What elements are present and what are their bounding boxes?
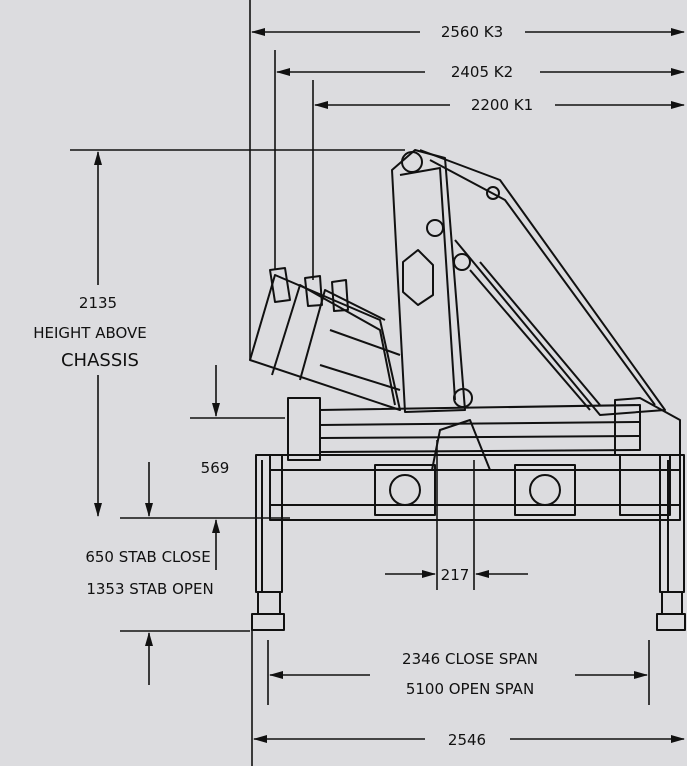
- control-housing: [614, 397, 681, 456]
- base-housing: [287, 397, 321, 461]
- stabilizer-left: [255, 454, 283, 593]
- dimension-569: [145, 365, 285, 570]
- subframe-cutout: [514, 464, 576, 516]
- dimension-k3: [249, 0, 685, 360]
- close-span-label: 2346 CLOSE SPAN: [402, 650, 538, 668]
- outer-boom-k3: [249, 274, 401, 411]
- dimension-foot-level: [120, 630, 250, 685]
- outer-boom-k2: [271, 284, 396, 406]
- stabilizer-right-foot: [656, 613, 686, 631]
- inner-boom: [419, 149, 666, 416]
- subframe-hole: [529, 474, 561, 506]
- label-k3: 2560 K3: [441, 23, 503, 41]
- dimension-217: [385, 440, 528, 590]
- stabilizer-left-ram: [257, 591, 281, 615]
- stabilizer-left-foot: [251, 613, 285, 631]
- pin: [486, 186, 500, 200]
- stab-open-label: 1353 STAB OPEN: [86, 580, 213, 598]
- label-k1: 2200 K1: [471, 96, 533, 114]
- inner-boom-line: [429, 159, 656, 406]
- overall-width-label: 2546: [448, 731, 486, 749]
- slew-gear: [431, 419, 491, 471]
- pivot-pin: [401, 151, 423, 173]
- height-label: HEIGHT ABOVE: [33, 324, 147, 342]
- crane-column-inner: [399, 167, 456, 401]
- outer-boom-k1: [299, 289, 386, 381]
- stabilizer-right-ram: [661, 591, 683, 615]
- subframe: [269, 454, 681, 521]
- dimension-span: [267, 640, 650, 705]
- dimension-k2: [274, 50, 685, 270]
- dimension-height: [70, 149, 405, 519]
- pin: [426, 219, 444, 237]
- crane-column: [391, 149, 466, 413]
- open-span-label: 5100 OPEN SPAN: [406, 680, 534, 698]
- crane-outline: [249, 149, 686, 631]
- boom-line: [329, 329, 401, 356]
- boom-cylinder: [479, 261, 601, 406]
- stab-close-label: 650 STAB CLOSE: [85, 548, 210, 566]
- boom-tip: [331, 279, 349, 312]
- column-plate: [402, 249, 434, 306]
- boom-line: [319, 364, 401, 391]
- dimension-k1: [312, 80, 685, 280]
- height-value: 2135: [79, 294, 117, 312]
- boom-tip: [269, 267, 291, 303]
- boom-cylinder: [469, 269, 591, 411]
- base-beam-line: [319, 435, 641, 439]
- dim-569: 569: [201, 459, 230, 477]
- subframe-hole: [389, 474, 421, 506]
- dimension-overall: [251, 630, 685, 766]
- subframe-cutout: [374, 464, 436, 516]
- label-k2: 2405 K2: [451, 63, 513, 81]
- height-label-chassis: CHASSIS: [61, 350, 139, 371]
- boom-tip: [304, 275, 323, 307]
- dim-217: 217: [441, 566, 470, 584]
- base-beam-line: [319, 421, 641, 426]
- pin: [453, 253, 471, 271]
